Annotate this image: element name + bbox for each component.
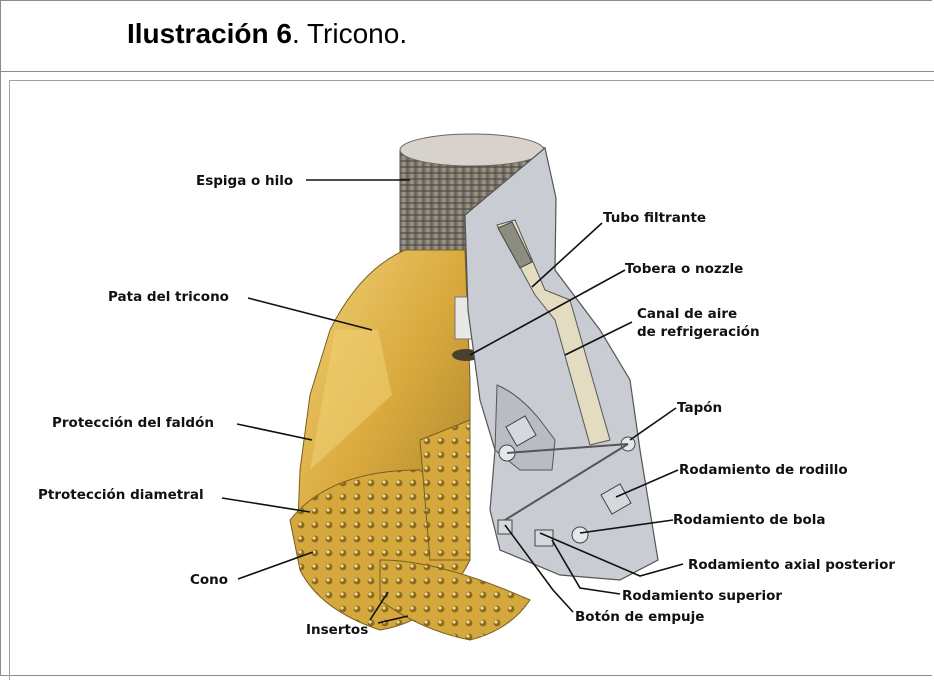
label-rod-rodillo: Rodamiento de rodillo [679, 462, 848, 478]
label-tubo: Tubo filtrante [603, 210, 706, 226]
image-frame [9, 80, 934, 680]
label-tobera: Tobera o nozzle [625, 261, 743, 277]
caption-row: Ilustración 6. Tricono. [0, 0, 934, 72]
label-rod-bola: Rodamiento de bola [673, 512, 826, 528]
figure-caption: Ilustración 6. Tricono. [127, 18, 407, 50]
caption-number: Ilustración 6 [127, 18, 292, 49]
leader-lines [221, 179, 684, 624]
tricone-body-shape [289, 249, 531, 641]
label-canal-1: Canal de aire [637, 306, 737, 322]
label-pata: Pata del tricono [108, 289, 229, 305]
label-cono: Cono [190, 572, 228, 588]
caption-title: . Tricono. [291, 18, 408, 49]
label-boton: Botón de empuje [575, 609, 704, 625]
label-proteccion-diametral: Ptrotección diametral [38, 487, 204, 503]
label-rod-axial: Rodamiento axial posterior [688, 557, 895, 573]
label-rod-superior: Rodamiento superior [622, 588, 782, 604]
cutaway-section-shape [464, 146, 659, 581]
label-insertos: Insertos [306, 622, 368, 638]
label-tapon: Tapón [677, 400, 722, 416]
labels: Espiga o hilo Pata del tricono Protecció… [38, 173, 895, 638]
label-proteccion-faldon: Protección del faldón [52, 415, 214, 431]
label-canal-2: de refrigeración [637, 324, 760, 340]
label-espiga: Espiga o hilo [196, 173, 293, 189]
